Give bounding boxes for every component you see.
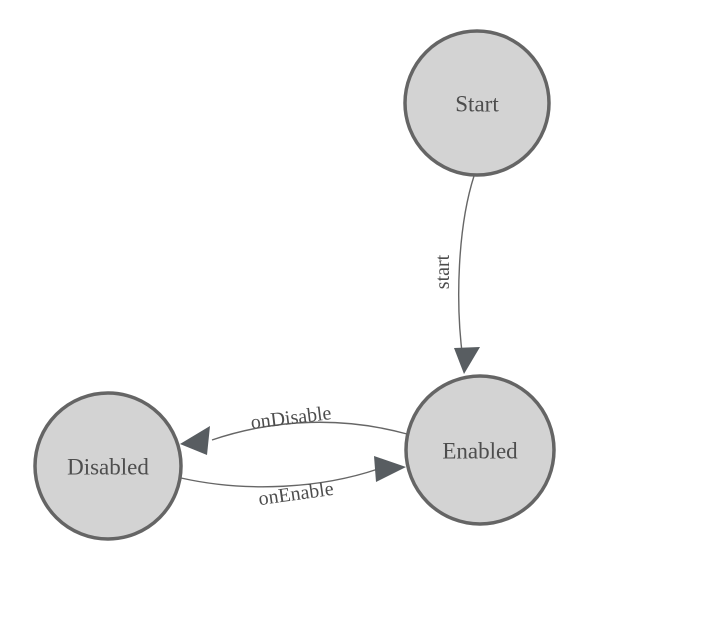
edge-line-disabled-to-enabled (180, 468, 379, 488)
node-enabled-circle (404, 374, 556, 526)
edge-start-to-enabled: start (432, 175, 480, 374)
node-disabled-circle (33, 391, 183, 541)
node-disabled-label: Disabled (67, 455, 149, 480)
edge-label-on-enable: onEnable (257, 478, 335, 510)
arrowhead-enabled-to-disabled (180, 426, 210, 455)
node-enabled[interactable]: Enabled (404, 374, 556, 526)
edge-label-start: start (432, 254, 454, 289)
node-start-circle (403, 29, 551, 177)
arrowhead-disabled-to-enabled (374, 456, 406, 482)
edge-line-start-to-enabled (458, 175, 475, 361)
node-disabled[interactable]: Disabled (33, 391, 183, 541)
edge-disabled-to-enabled: onEnable (180, 456, 406, 510)
node-enabled-label: Enabled (442, 439, 518, 464)
edge-enabled-to-disabled: onDisable (180, 402, 408, 455)
edge-line-enabled-to-disabled (211, 421, 408, 441)
node-start-label: Start (455, 92, 499, 117)
arrowhead-start-to-enabled (454, 347, 480, 374)
edge-label-on-disable: onDisable (249, 402, 332, 434)
node-start[interactable]: Start (403, 29, 551, 177)
